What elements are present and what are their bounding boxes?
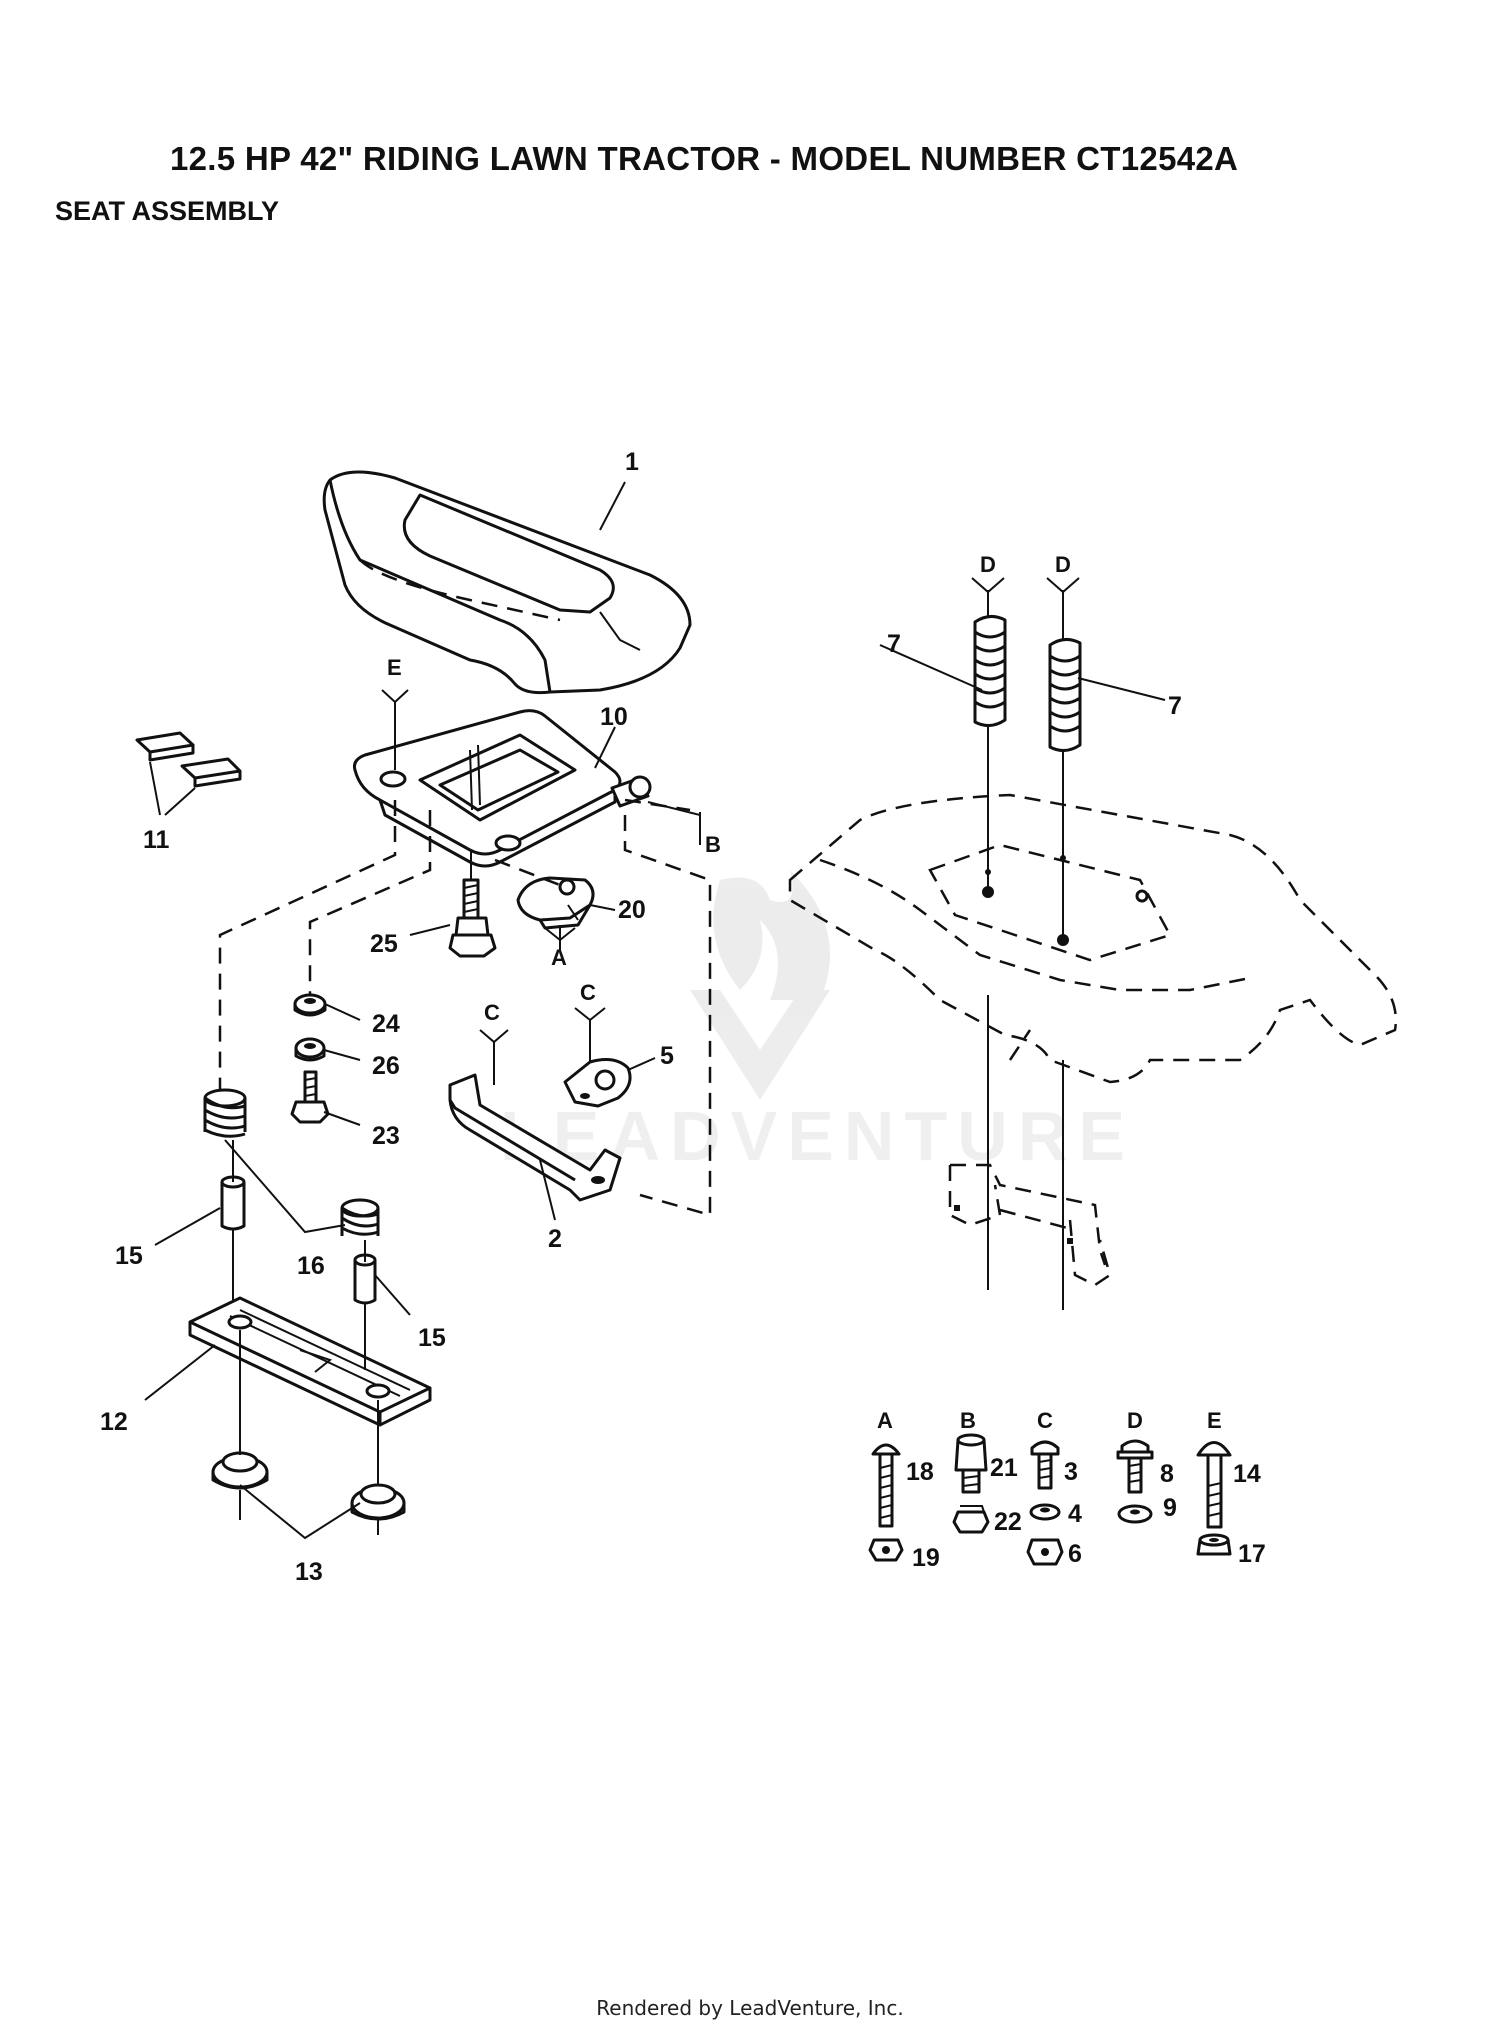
svg-text:D: D — [1127, 1408, 1143, 1433]
svg-text:E: E — [1207, 1408, 1222, 1433]
callout-10: 10 — [600, 703, 628, 731]
callout-7-right: 7 — [1168, 692, 1182, 720]
washer-24[interactable] — [293, 993, 327, 1017]
callout-7-left: 7 — [887, 630, 901, 658]
part-18: 18 — [906, 1458, 934, 1486]
part-22: 22 — [994, 1508, 1022, 1536]
hardware-group-d: D 8 9 — [1116, 1408, 1177, 1524]
ref-c-clamp: C — [574, 980, 606, 1062]
footer-credit: Rendered by LeadVenture, Inc. — [596, 1996, 904, 2020]
part-21: 21 — [990, 1454, 1018, 1482]
lock-washer-26[interactable] — [294, 1037, 326, 1062]
ref-b: B — [647, 801, 721, 857]
svg-text:D: D — [1055, 552, 1071, 577]
callout-1: 1 — [625, 448, 639, 476]
svg-text:A: A — [877, 1408, 893, 1433]
hardware-group-e: E 14 17 — [1196, 1408, 1266, 1568]
callout-5: 5 — [660, 1042, 674, 1070]
part-8: 8 — [1160, 1460, 1174, 1488]
part-19: 19 — [912, 1544, 940, 1572]
callout-15-right: 15 — [418, 1324, 446, 1352]
base-plate[interactable] — [188, 1296, 432, 1427]
part-3: 3 — [1064, 1458, 1078, 1486]
svg-text:C: C — [580, 980, 596, 1005]
ref-c-bracket: C — [479, 1000, 509, 1085]
seat-clips[interactable] — [135, 731, 242, 816]
shoulder-bolt-25[interactable] — [448, 878, 497, 958]
hardware-group-b: B 21 22 — [952, 1408, 1022, 1536]
section-subtitle: SEAT ASSEMBLY — [55, 196, 280, 226]
seat-cushion[interactable] — [322, 470, 692, 695]
pivot-clamp[interactable] — [516, 876, 595, 930]
part-9: 9 — [1163, 1494, 1177, 1522]
callout-20: 20 — [618, 896, 646, 924]
page-title: 12.5 HP 42" RIDING LAWN TRACTOR - MODEL … — [170, 140, 1239, 177]
svg-text:B: B — [960, 1408, 976, 1433]
ref-d-left: D — [971, 552, 1005, 594]
fender-body[interactable] — [788, 793, 1398, 1084]
hardware-group-c: C 3 4 6 — [1026, 1408, 1082, 1568]
svg-text:C: C — [1037, 1408, 1053, 1433]
spring-7-right[interactable] — [1048, 590, 1082, 945]
bumper-13-left[interactable] — [211, 1451, 269, 1490]
callout-16: 16 — [297, 1252, 325, 1280]
svg-text:A: A — [551, 945, 567, 970]
callout-23: 23 — [372, 1122, 400, 1150]
svg-text:B: B — [705, 832, 721, 857]
part-4: 4 — [1068, 1500, 1082, 1528]
callout-24: 24 — [372, 1010, 400, 1038]
seat-bracket[interactable] — [448, 1073, 622, 1202]
spring-7-left[interactable] — [973, 590, 1007, 895]
cable-clamp[interactable] — [563, 1058, 632, 1108]
part-6: 6 — [1068, 1540, 1082, 1568]
svg-text:E: E — [387, 655, 402, 680]
screw-23[interactable] — [290, 1070, 330, 1124]
callout-13: 13 — [295, 1558, 323, 1586]
spring-16-left[interactable] — [203, 1088, 247, 1138]
spring-16-right[interactable] — [340, 1198, 380, 1236]
ref-e: E — [381, 655, 409, 770]
ref-d-right: D — [1046, 552, 1080, 594]
spacer-15-right[interactable] — [353, 1253, 377, 1305]
callout-26: 26 — [372, 1052, 400, 1080]
callout-2: 2 — [548, 1225, 562, 1253]
seat-pan[interactable] — [353, 709, 652, 868]
svg-text:D: D — [980, 552, 996, 577]
callout-11: 11 — [143, 826, 170, 854]
ref-a: A — [544, 927, 576, 970]
callout-15-left: 15 — [115, 1242, 143, 1270]
hardware-group-a: A 18 19 — [868, 1408, 940, 1572]
frame-bracket[interactable] — [948, 1163, 1112, 1287]
callout-25: 25 — [370, 930, 398, 958]
bumper-13-right[interactable] — [350, 1483, 406, 1521]
callout-12: 12 — [100, 1408, 128, 1436]
spacer-15-left[interactable] — [220, 1175, 246, 1231]
part-14: 14 — [1233, 1460, 1261, 1488]
watermark-logo — [690, 870, 830, 1100]
part-17: 17 — [1238, 1540, 1266, 1568]
svg-text:C: C — [484, 1000, 500, 1025]
